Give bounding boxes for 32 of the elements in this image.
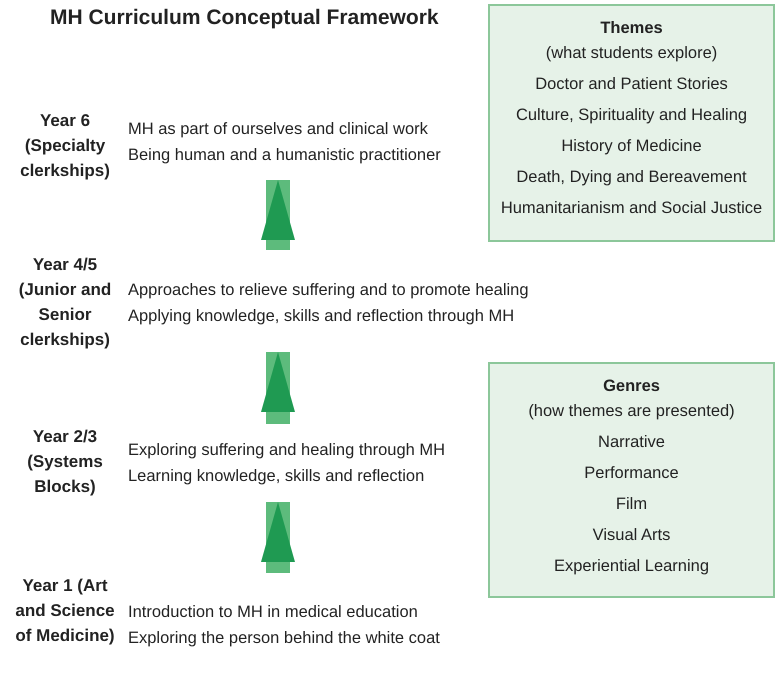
- year-label: Year 1 (Art and Science of Medicine): [14, 575, 116, 647]
- list-item: Culture, Spirituality and Healing: [514, 105, 748, 126]
- stage-description: Being human and a humanistic practitioner: [128, 145, 441, 166]
- stage-description: Introduction to MH in medical education: [128, 602, 418, 623]
- diagram-title: MH Curriculum Conceptual Framework: [50, 6, 439, 30]
- info-panel: [488, 362, 775, 598]
- list-item: Death, Dying and Bereavement: [515, 167, 748, 188]
- list-item: Humanitarianism and Social Justice: [500, 198, 764, 219]
- list-item: Performance: [583, 463, 680, 484]
- stage-description: Applying knowledge, skills and reflection through MH: [128, 306, 514, 327]
- list-item: Visual Arts: [592, 525, 672, 546]
- up-arrow: [261, 502, 295, 573]
- up-arrow: [261, 180, 295, 250]
- up-arrow: [261, 352, 295, 424]
- list-item: Narrative: [597, 432, 666, 453]
- info-panel: [488, 4, 775, 242]
- stage-description: Learning knowledge, skills and reflection: [128, 466, 424, 487]
- stage-description: Approaches to relieve suffering and to promote healing: [128, 280, 529, 301]
- panel-heading: Genres: [602, 376, 661, 397]
- year-label: Year 2/3 (Systems Blocks): [26, 426, 104, 498]
- panel-subheading: (how themes are presented): [527, 401, 736, 422]
- list-item: Film: [614, 494, 648, 515]
- panel-heading: Themes: [599, 18, 664, 39]
- year-label: Year 4/5 (Junior and Senior clerkships): [18, 254, 112, 351]
- panel-subheading: (what students explore): [544, 43, 718, 64]
- list-item: Experiential Learning: [552, 556, 710, 577]
- list-item: History of Medicine: [560, 136, 703, 157]
- list-item: Doctor and Patient Stories: [534, 74, 729, 95]
- stage-description: MH as part of ourselves and clinical work: [128, 119, 428, 140]
- stage-description: Exploring suffering and healing through MH: [128, 440, 446, 461]
- year-label: Year 6 (Specialty clerkships): [19, 110, 111, 182]
- stage-description: Exploring the person behind the white coat: [128, 628, 440, 649]
